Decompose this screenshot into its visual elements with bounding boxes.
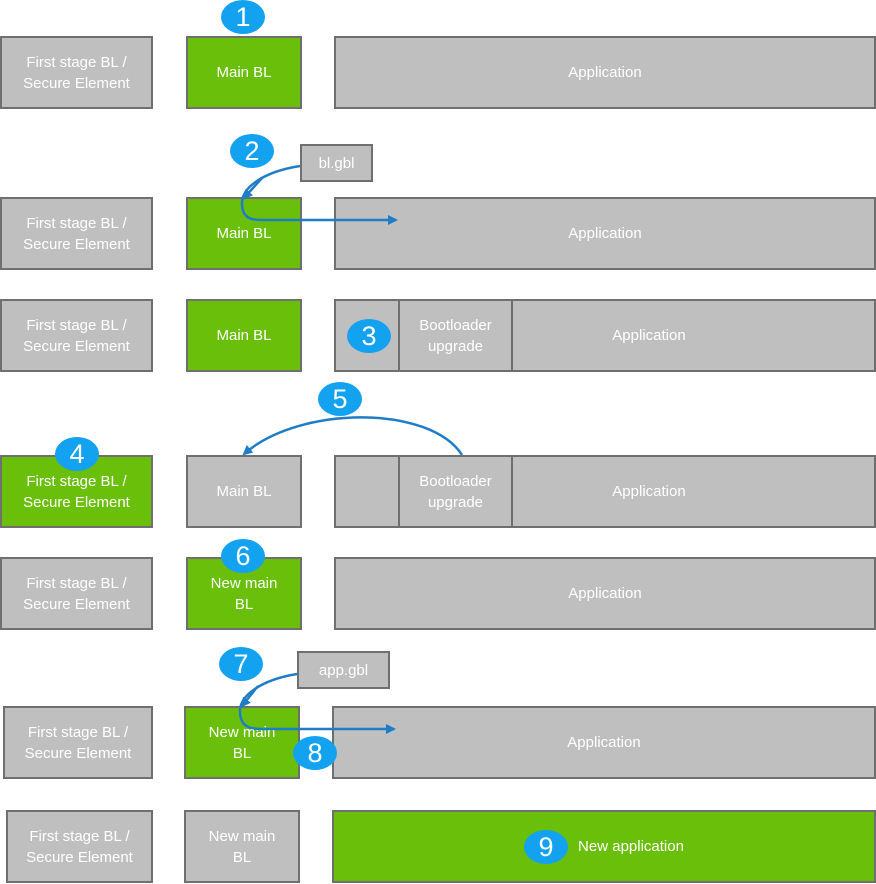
- first-stage-bl-box-6: First stage BL / Secure Element: [3, 706, 153, 779]
- first-stage-bl-box-1: First stage BL / Secure Element: [0, 36, 153, 109]
- main-bl-box-1: Main BL: [186, 36, 302, 109]
- step-badge-3: 3: [347, 319, 391, 353]
- bootloader-upgrade-box-3: Bootloader upgrade: [398, 299, 513, 372]
- step-badge-8: 8: [293, 736, 337, 770]
- bl-gbl-branch-arrow: [242, 177, 263, 200]
- bl-gbl-file-tag: bl.gbl: [300, 144, 373, 182]
- step-badge-5: 5: [318, 382, 362, 416]
- step-badge-2: 2: [230, 134, 274, 168]
- step-badge-1: 1: [221, 0, 265, 34]
- main-bl-box-3: Main BL: [186, 299, 302, 372]
- bootloader-upgrade-box-4: Bootloader upgrade: [398, 455, 513, 528]
- step-badge-6: 6: [221, 539, 265, 573]
- bl-gbl-arrow: [240, 164, 398, 225]
- app-gbl-file-tag: app.gbl: [297, 651, 390, 689]
- new-application-label: New application: [578, 838, 684, 855]
- step-badge-9: 9: [524, 829, 569, 864]
- application-box-2: Application: [334, 197, 876, 270]
- step-badge-4: 4: [55, 437, 99, 471]
- main-bl-box-4: Main BL: [186, 455, 302, 528]
- first-stage-bl-box-5: First stage BL / Secure Element: [0, 557, 153, 630]
- new-main-bl-box-7: New main BL: [184, 810, 300, 883]
- first-stage-bl-box-3: First stage BL / Secure Element: [0, 299, 153, 372]
- first-stage-bl-box-2: First stage BL / Secure Element: [0, 197, 153, 270]
- first-stage-bl-box-7: First stage BL / Secure Element: [6, 810, 153, 883]
- application-box-1: Application: [334, 36, 876, 109]
- app-gbl-arrow: [238, 672, 396, 734]
- app-gbl-branch-arrow: [240, 685, 259, 708]
- upgrade-arrow: [242, 416, 464, 456]
- step-badge-7: 7: [219, 647, 263, 681]
- new-application-box: 9 New application: [332, 810, 876, 883]
- application-box-5: Application: [334, 557, 876, 630]
- application-box-6: Application: [332, 706, 876, 779]
